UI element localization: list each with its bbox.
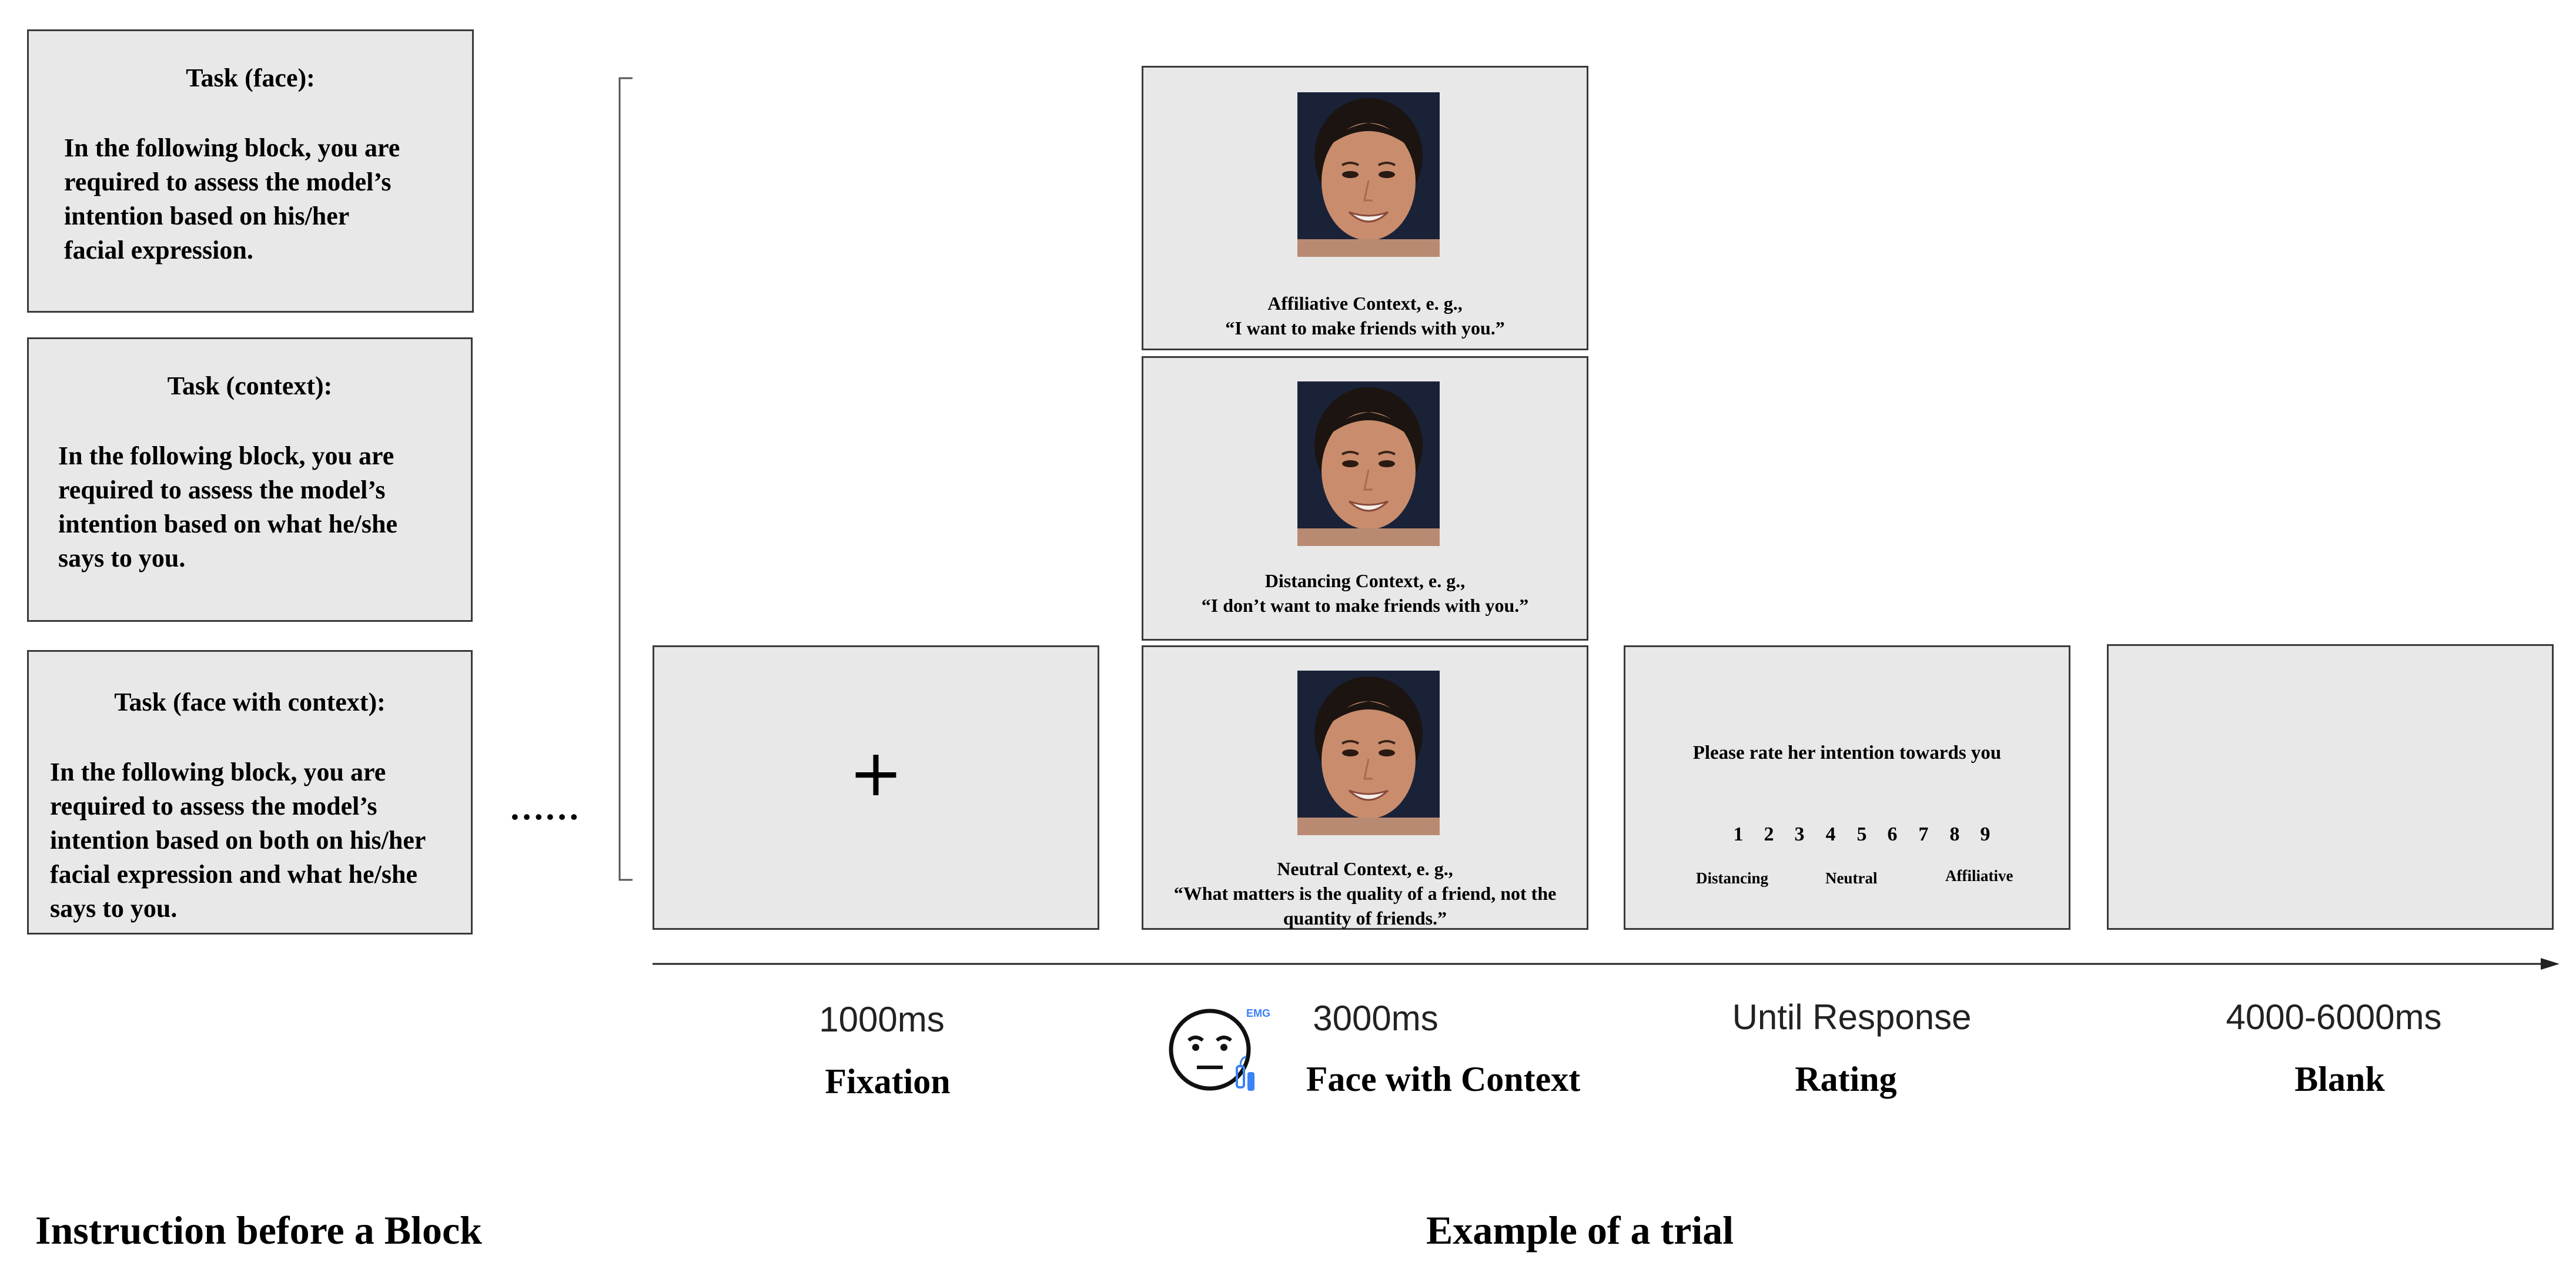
instruction-title: Task (face): bbox=[186, 63, 315, 92]
face-photo bbox=[1297, 92, 1440, 257]
stage-name-blank: Blank bbox=[2294, 1060, 2385, 1099]
timeline-arrow-icon bbox=[653, 958, 2560, 970]
scale-point: 1 bbox=[1733, 823, 1744, 845]
scale-point: 5 bbox=[1856, 823, 1867, 845]
instruction-box-face-with-context: Task (face with context): In the followi… bbox=[27, 650, 473, 935]
stage-time-face: 3000ms bbox=[1313, 999, 1438, 1038]
blank-panel bbox=[2107, 644, 2554, 930]
scale-anchor-left: Distancing bbox=[1696, 869, 1769, 887]
stage-time-rating: Until Response bbox=[1732, 997, 1972, 1037]
scale-point: 2 bbox=[1764, 823, 1774, 845]
scale-point: 4 bbox=[1825, 823, 1836, 845]
instruction-box-face: Task (face): In the following block, you… bbox=[27, 29, 474, 313]
stage-name-rating: Rating bbox=[1795, 1060, 1897, 1099]
emg-label: EMG bbox=[1246, 1007, 1271, 1019]
stage-time-blank: 4000-6000ms bbox=[2226, 997, 2442, 1037]
rating-panel: Please rate her intention towards you 1 … bbox=[1624, 645, 2070, 930]
section-title-trial: Example of a trial bbox=[1426, 1208, 1734, 1252]
scale-anchor-right: Affiliative bbox=[1945, 867, 2013, 885]
instruction-title: Task (context): bbox=[167, 371, 333, 400]
face-photo bbox=[1297, 671, 1440, 835]
instruction-title: Task (face with context): bbox=[114, 688, 386, 716]
scale-point: 9 bbox=[1980, 823, 1990, 845]
scale-point: 6 bbox=[1887, 823, 1898, 845]
face-panel-neutral: Neutral Context, e. g., “What matters is… bbox=[1142, 645, 1588, 930]
stage-name-fixation: Fixation bbox=[825, 1062, 951, 1101]
scale-anchor-mid: Neutral bbox=[1825, 869, 1878, 887]
instruction-body: In the following block, you are required… bbox=[50, 758, 426, 923]
context-text: Distancing Context, e. g., “I don’t want… bbox=[1201, 570, 1529, 616]
stage-name-face: Face with Context bbox=[1306, 1060, 1581, 1099]
instruction-body: In the following block, you are required… bbox=[58, 441, 398, 572]
ellipsis: …… bbox=[509, 788, 580, 827]
scale-point: 3 bbox=[1794, 823, 1805, 845]
emg-face-icon: EMG bbox=[1167, 1004, 1273, 1098]
bracket-icon bbox=[618, 77, 633, 881]
section-title-instruction: Instruction before a Block bbox=[35, 1208, 482, 1252]
face-panel-affiliative: Affiliative Context, e. g., “I want to m… bbox=[1142, 66, 1588, 350]
face-photo bbox=[1297, 381, 1440, 546]
rating-prompt: Please rate her intention towards you bbox=[1692, 742, 2002, 763]
scale-point: 7 bbox=[1918, 823, 1929, 845]
fixation-panel: + bbox=[653, 645, 1099, 930]
fixation-cross: + bbox=[848, 735, 904, 811]
stage-time-fixation: 1000ms bbox=[819, 1000, 945, 1039]
instruction-body: In the following block, you are required… bbox=[64, 133, 400, 264]
instruction-box-context: Task (context): In the following block, … bbox=[27, 337, 473, 622]
context-text: Neutral Context, e. g., “What matters is… bbox=[1173, 858, 1557, 929]
face-panel-distancing: Distancing Context, e. g., “I don’t want… bbox=[1142, 356, 1588, 641]
context-text: Affiliative Context, e. g., “I want to m… bbox=[1225, 293, 1505, 339]
scale-point: 8 bbox=[1949, 823, 1960, 845]
